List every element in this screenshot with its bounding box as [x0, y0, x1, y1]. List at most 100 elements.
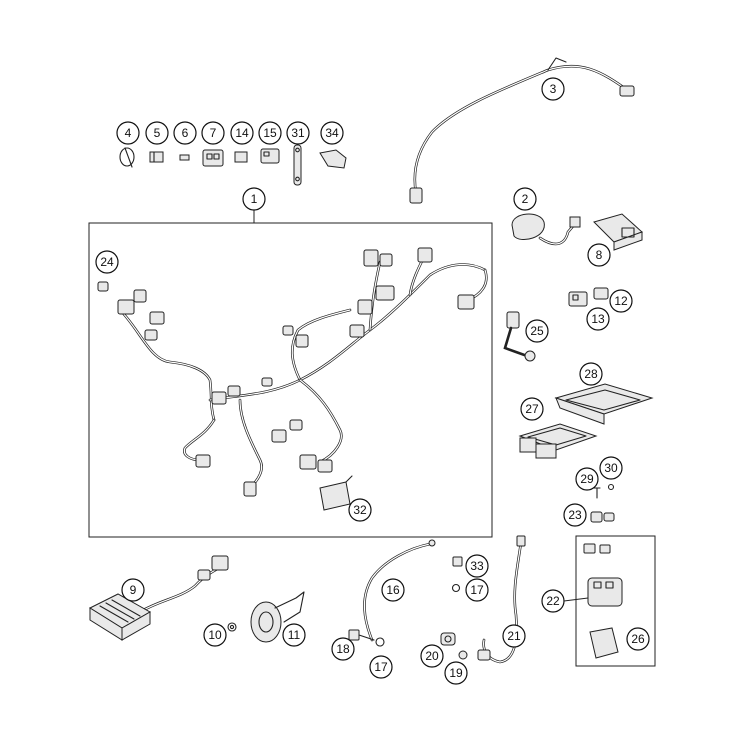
svg-text:9: 9	[130, 583, 137, 597]
callout-6: 6	[173, 121, 197, 145]
svg-text:13: 13	[591, 312, 605, 326]
small-connector-part-5	[149, 151, 164, 163]
svg-text:33: 33	[470, 559, 484, 573]
svg-text:34: 34	[325, 126, 339, 140]
callout-32: 32	[348, 498, 372, 522]
svg-text:32: 32	[353, 503, 367, 517]
svg-text:24: 24	[100, 255, 114, 269]
svg-text:16: 16	[386, 583, 400, 597]
terminal-part-20	[440, 632, 456, 646]
callout-17-upper: 17	[465, 578, 489, 602]
starter-relay-frame	[575, 535, 656, 667]
bracket-strap-part-31	[293, 144, 302, 186]
tray-part-27	[518, 423, 598, 459]
cable-tie-part	[119, 147, 135, 168]
svg-text:21: 21	[507, 629, 521, 643]
connector-part-13	[568, 291, 588, 307]
callout-17-lower: 17	[369, 655, 393, 679]
tray-part-28	[554, 383, 654, 425]
connector-part-14	[234, 151, 248, 163]
nut-part-19	[458, 650, 468, 660]
svg-text:19: 19	[449, 666, 463, 680]
svg-text:7: 7	[210, 126, 217, 140]
callout-25: 25	[525, 319, 549, 343]
nut-part-30	[607, 483, 615, 491]
svg-text:25: 25	[530, 324, 544, 338]
svg-text:4: 4	[125, 126, 132, 140]
svg-text:29: 29	[580, 472, 594, 486]
connector-housing-part-7	[202, 149, 224, 167]
callout-24: 24	[95, 250, 119, 274]
callout-23: 23	[563, 503, 587, 527]
callout-30: 30	[599, 456, 623, 480]
callout-9: 9	[121, 578, 145, 602]
svg-text:5: 5	[154, 126, 161, 140]
svg-text:12: 12	[614, 294, 628, 308]
callout-1: 1	[242, 187, 266, 211]
leader-22	[563, 597, 589, 602]
callout-10: 10	[203, 623, 227, 647]
relay-part-22	[583, 543, 623, 607]
callout-34: 34	[320, 121, 344, 145]
callout-14: 14	[230, 121, 254, 145]
rubber-boot-part-34	[319, 149, 347, 169]
svg-text:17: 17	[470, 583, 484, 597]
callout-29: 29	[575, 467, 599, 491]
horn-part-11	[250, 591, 305, 643]
svg-text:30: 30	[604, 461, 618, 475]
callout-22: 22	[541, 589, 565, 613]
callout-11: 11	[282, 623, 306, 647]
callout-27: 27	[520, 397, 544, 421]
svg-text:17: 17	[374, 660, 388, 674]
connector-part-15	[260, 148, 280, 164]
svg-text:14: 14	[235, 126, 249, 140]
nut-part-10	[227, 622, 237, 632]
bolt-part-18	[348, 629, 375, 641]
cable-part-3	[409, 57, 635, 204]
grommet-part-24	[97, 281, 109, 292]
cover-part-32	[319, 475, 353, 511]
callout-33: 33	[465, 554, 489, 578]
callout-4: 4	[116, 121, 140, 145]
svg-text:1: 1	[251, 192, 258, 206]
svg-text:8: 8	[596, 248, 603, 262]
callout-19: 19	[444, 661, 468, 685]
relay-cover-part-26	[589, 627, 619, 659]
callout-12: 12	[609, 289, 633, 313]
svg-text:28: 28	[584, 367, 598, 381]
regulator-part-9	[88, 555, 229, 641]
svg-text:26: 26	[631, 632, 645, 646]
connector-part-12	[593, 287, 609, 300]
svg-text:18: 18	[336, 642, 350, 656]
callout-15: 15	[258, 121, 282, 145]
svg-text:2: 2	[522, 192, 529, 206]
main-harness-frame	[88, 222, 493, 538]
svg-text:23: 23	[568, 508, 582, 522]
callout-3: 3	[541, 77, 565, 101]
svg-text:27: 27	[525, 402, 539, 416]
washer-part-17-upper	[451, 583, 461, 593]
rubber-parts-23	[590, 511, 615, 523]
fuse-part	[179, 154, 190, 161]
screw-part-29	[593, 487, 601, 499]
main-harness-part-1	[117, 247, 488, 497]
coil-part-2	[511, 213, 581, 246]
svg-text:31: 31	[291, 126, 305, 140]
svg-text:20: 20	[425, 649, 439, 663]
callout-18: 18	[331, 637, 355, 661]
callout-20: 20	[420, 644, 444, 668]
svg-text:3: 3	[550, 82, 557, 96]
callout-7: 7	[201, 121, 225, 145]
svg-text:10: 10	[208, 628, 222, 642]
callout-31: 31	[286, 121, 310, 145]
callout-2: 2	[513, 187, 537, 211]
sensor-part-25	[503, 311, 536, 362]
svg-text:6: 6	[182, 126, 189, 140]
control-unit-part-8	[593, 213, 643, 251]
callout-26: 26	[626, 627, 650, 651]
svg-text:11: 11	[288, 628, 301, 642]
callout-16: 16	[381, 578, 405, 602]
svg-text:22: 22	[546, 594, 560, 608]
callout-5: 5	[145, 121, 169, 145]
